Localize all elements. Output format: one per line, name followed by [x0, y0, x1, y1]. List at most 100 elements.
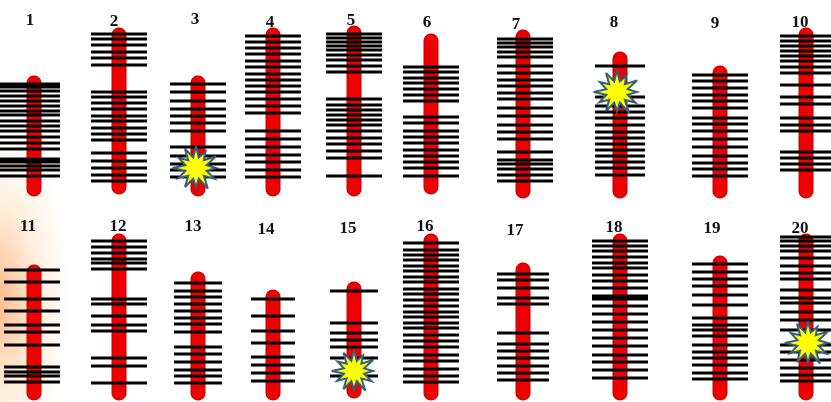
band [326, 118, 382, 122]
chromosome-label-20: 20 [792, 218, 809, 237]
band [0, 124, 60, 128]
band [170, 107, 226, 111]
chromosome-label-11: 11 [20, 216, 36, 235]
band [245, 84, 301, 88]
band [497, 130, 553, 134]
band [403, 326, 459, 330]
band [780, 244, 831, 248]
band [4, 380, 60, 384]
band [780, 123, 831, 127]
band [780, 34, 831, 38]
band [692, 137, 748, 141]
band [403, 248, 459, 252]
band [330, 338, 378, 342]
band [692, 303, 748, 307]
band [330, 289, 378, 293]
band [595, 148, 645, 152]
chromosome-label-13: 13 [185, 216, 202, 235]
band [403, 380, 459, 384]
chromosome-4: 4 [245, 12, 301, 197]
band [403, 253, 459, 257]
band [403, 298, 459, 302]
band [595, 173, 645, 177]
band [4, 280, 60, 284]
band [174, 281, 222, 285]
band [174, 368, 222, 372]
band [91, 261, 147, 265]
band [497, 158, 553, 162]
band [251, 297, 295, 301]
band [245, 34, 301, 38]
band [245, 52, 301, 56]
band [780, 102, 831, 106]
band [497, 41, 553, 45]
chromosome-6: 6 [403, 12, 459, 195]
band [497, 173, 553, 177]
band [403, 287, 459, 291]
chromosome-body-7 [515, 29, 531, 199]
band [403, 339, 459, 343]
band [497, 302, 549, 306]
band [91, 90, 147, 94]
band [174, 316, 222, 320]
band [692, 174, 748, 178]
band [403, 374, 459, 378]
band [403, 280, 459, 284]
band [326, 70, 382, 74]
chromosome-label-17: 17 [507, 220, 525, 239]
band [91, 179, 147, 183]
band [326, 174, 382, 178]
chromosome-18: 18 [592, 217, 648, 401]
band [174, 289, 222, 293]
band [692, 343, 748, 347]
band [403, 258, 459, 262]
band [595, 154, 645, 158]
band [91, 166, 147, 170]
band [497, 97, 553, 101]
band [497, 162, 553, 166]
band [780, 156, 831, 160]
chromosome-label-3: 3 [191, 9, 200, 28]
band [91, 356, 147, 360]
band [326, 123, 382, 127]
band [497, 296, 549, 300]
band [403, 269, 459, 273]
band [326, 156, 382, 160]
band [0, 85, 60, 89]
band [595, 160, 645, 164]
band [91, 364, 147, 368]
band [91, 302, 147, 306]
band [4, 309, 60, 313]
chromosome-label-1: 1 [26, 10, 35, 29]
chromosome-13: 13 [174, 216, 222, 401]
band [330, 331, 378, 335]
chromosome-20: 20 [780, 218, 831, 401]
band [91, 56, 147, 60]
band [326, 64, 382, 68]
band [0, 99, 60, 103]
chromosome-16: 16 [403, 216, 459, 401]
band [4, 365, 60, 369]
band [326, 40, 382, 44]
band [692, 154, 748, 158]
band [592, 255, 648, 259]
band [497, 364, 549, 368]
band [780, 373, 831, 377]
band [91, 138, 147, 142]
band [692, 363, 748, 367]
chromosome-label-5: 5 [347, 10, 356, 29]
band [326, 108, 382, 112]
band [0, 94, 60, 98]
band [403, 304, 459, 308]
band [326, 32, 382, 36]
band [91, 95, 147, 99]
band [91, 173, 147, 177]
band [497, 64, 553, 68]
band [592, 312, 648, 316]
chromosome-label-16: 16 [417, 216, 434, 235]
band [403, 345, 459, 349]
band [4, 330, 60, 334]
band [592, 328, 648, 332]
band [326, 103, 382, 107]
